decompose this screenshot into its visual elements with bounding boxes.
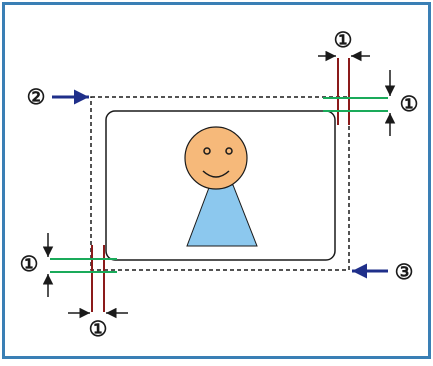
corner-marker-three: ③ <box>395 261 414 284</box>
bottom-left-margin-guides: ① ① <box>20 233 128 341</box>
person-face <box>184 126 248 190</box>
corner-marker-two: ② <box>27 86 46 109</box>
bottom-right-corner-indicator: ③ <box>352 261 413 284</box>
person-smile <box>202 170 230 178</box>
margin-marker-bottom: ① <box>89 318 108 341</box>
person-illustration <box>184 126 258 247</box>
margin-marker-right: ① <box>400 93 419 116</box>
outer-frame <box>2 2 431 359</box>
dashed-print-area <box>90 96 350 271</box>
top-left-corner-indicator: ② <box>27 86 89 109</box>
margin-marker-left: ① <box>20 253 39 276</box>
top-right-margin-guides: ① ① <box>318 29 418 136</box>
margin-marker-top: ① <box>334 29 353 52</box>
person-right-eye <box>225 147 233 155</box>
person-left-eye <box>203 147 211 155</box>
